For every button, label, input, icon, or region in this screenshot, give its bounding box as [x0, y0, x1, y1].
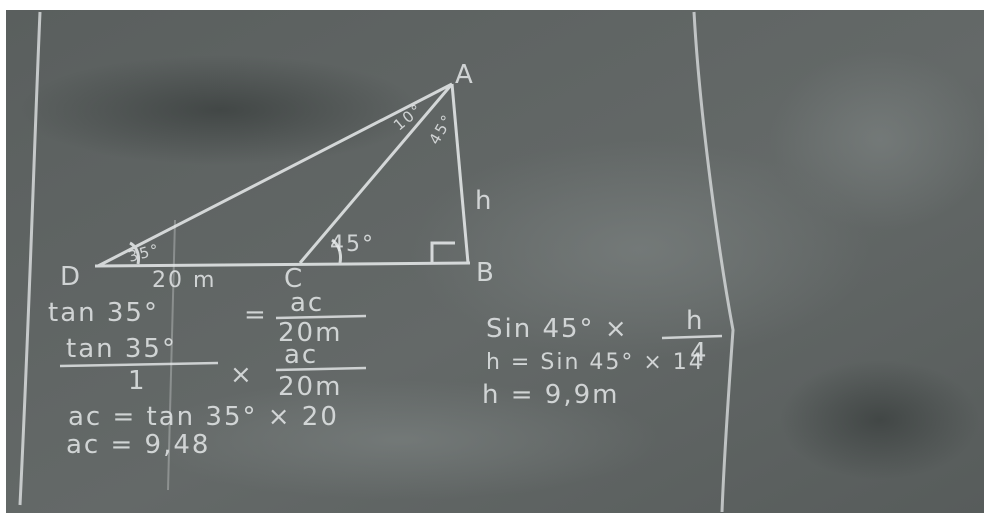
- vertex-a-label: A: [455, 60, 475, 90]
- right-line3: h = 9,9m: [482, 380, 620, 410]
- vertex-c-label: C: [284, 264, 305, 294]
- right-line1-denominator: 4: [690, 338, 709, 368]
- left-line1-lhs: tan 35°: [48, 298, 159, 328]
- triangle-diagram: [94, 82, 471, 268]
- side-h-label: h: [475, 186, 494, 216]
- base-length-label: 20 m: [152, 268, 217, 293]
- left-line3: ac = tan 35° × 20: [68, 402, 339, 432]
- left-line1-numerator: ac: [290, 288, 325, 318]
- left-line2-times: ×: [230, 360, 254, 390]
- vertex-d-label: D: [60, 262, 83, 292]
- angle-c-label: 45°: [330, 232, 375, 257]
- right-line2: h = Sin 45° × 14: [486, 350, 705, 375]
- left-line1-denominator: 20m: [278, 318, 343, 348]
- left-line4: ac = 9,48: [66, 430, 211, 460]
- left-line2-numerator: tan 35°: [66, 334, 177, 364]
- right-line1-numerator: h: [686, 306, 705, 336]
- left-line2-denominator: 1: [128, 366, 147, 396]
- left-line2-right-numerator: ac: [284, 340, 319, 370]
- vertex-b-label: B: [476, 258, 496, 288]
- left-line2-right-denominator: 20m: [278, 372, 343, 402]
- right-line1-lhs: Sin 45° ×: [486, 314, 629, 344]
- left-line1-equals: =: [244, 300, 268, 330]
